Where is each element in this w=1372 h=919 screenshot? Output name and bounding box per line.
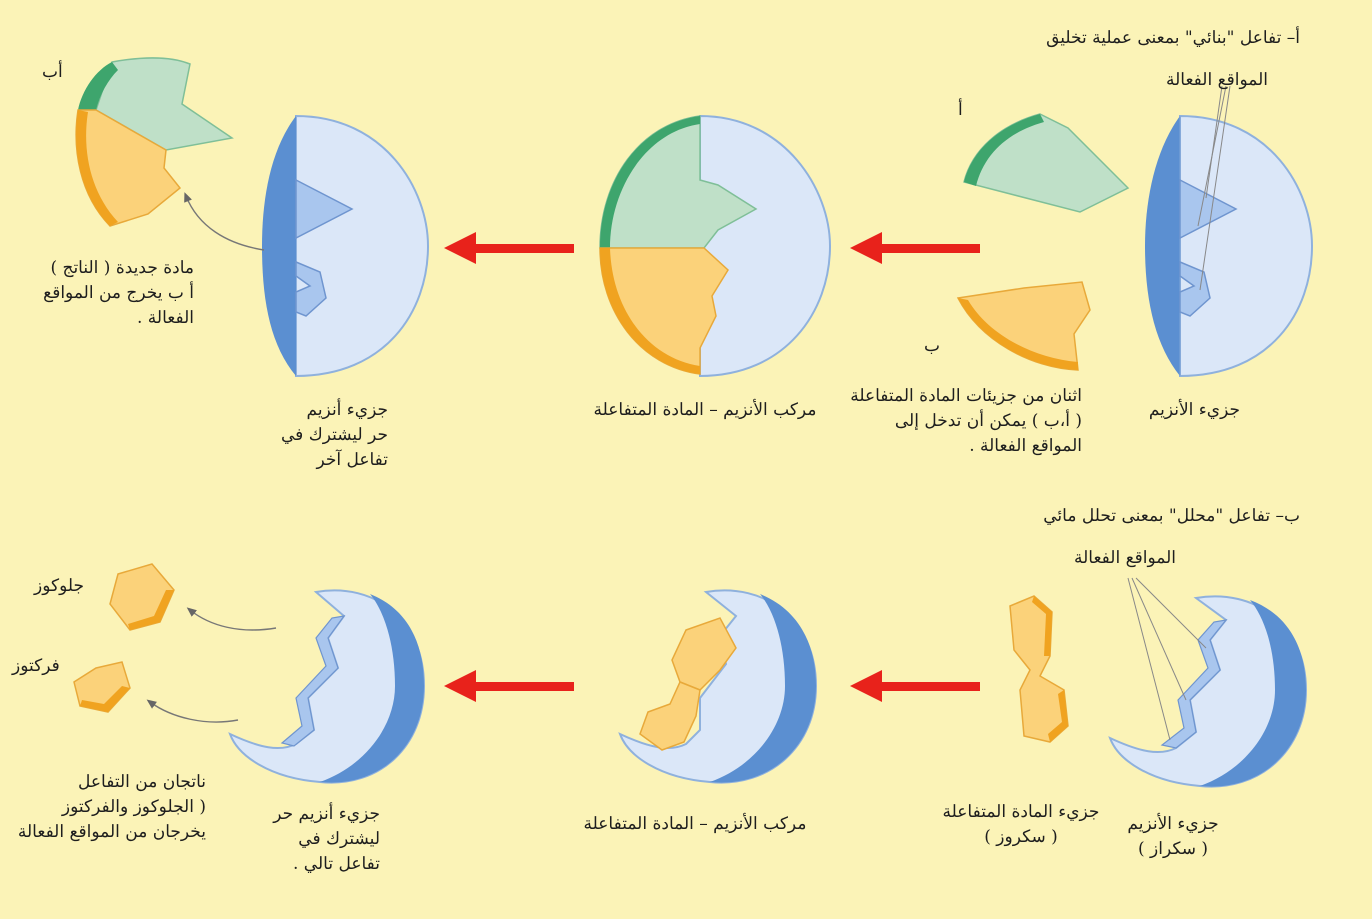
enzyme-molecule-a [1145, 116, 1312, 376]
free-enzyme-description-b: جزيء أنزيم حر ليشترك في تفاعل تالي . [273, 802, 380, 877]
enzyme-molecule-label-a: جزيء الأنزيم [1149, 398, 1240, 423]
exit-arrow-fructose [150, 702, 238, 722]
free-enzyme-description-a: جزيء أنزيم حر ليشترك في تفاعل آخر [281, 398, 388, 473]
exit-arrow-glucose [190, 610, 276, 630]
substrate-b [958, 282, 1090, 370]
sucrose-label: جزيء المادة المتفاعلة ( سكروز ) [916, 800, 1126, 850]
glucose-label: جلوكوز [34, 574, 84, 599]
free-enzyme-b [230, 590, 424, 782]
panel-a-title: أ– تفاعل "بنائي" بمعنى عملية تخليق [1046, 26, 1300, 51]
free-enzyme-a [262, 116, 428, 376]
product-ab-label: أب [42, 60, 63, 85]
enzyme-substrate-complex-b [620, 590, 816, 782]
active-sites-label-b: المواقع الفعالة [1074, 546, 1176, 571]
substrate-a [964, 114, 1128, 212]
active-sites-label-a: المواقع الفعالة [1166, 68, 1268, 93]
substrate-b-label: ب [924, 334, 940, 359]
complex-label-a: مركب الأنزيم – المادة المتفاعلة [560, 398, 850, 423]
enzyme-sucrase [1110, 596, 1306, 786]
panel-b-title: ب– تفاعل "محلل" بمعنى تحلل مائي [1043, 504, 1300, 529]
substrate-a-label: أ [958, 98, 963, 123]
complex-label-b: مركب الأنزيم – المادة المتفاعلة [550, 812, 840, 837]
substrates-description: اثنان من جزيئات المادة المتفاعلة ( أ،ب )… [850, 384, 1082, 459]
sucrose-substrate [1010, 596, 1068, 742]
product-ab [76, 58, 232, 226]
reaction-arrow-b1 [850, 670, 980, 702]
products-description-b: ناتجان من التفاعل ( الجلوكوز والفركتوز ي… [18, 770, 206, 845]
reaction-arrow-a1 [850, 232, 980, 264]
fructose-label: فركتوز [12, 654, 60, 679]
reaction-arrow-a2 [444, 232, 574, 264]
reaction-arrow-b2 [444, 670, 574, 702]
fructose-product [74, 662, 130, 712]
product-description-a: مادة جديدة ( الناتج ) أ ب يخرج من المواق… [43, 256, 194, 331]
glucose-product [110, 564, 174, 630]
exit-arrow-ab [186, 196, 264, 250]
enzyme-substrate-complex-a [600, 116, 830, 376]
